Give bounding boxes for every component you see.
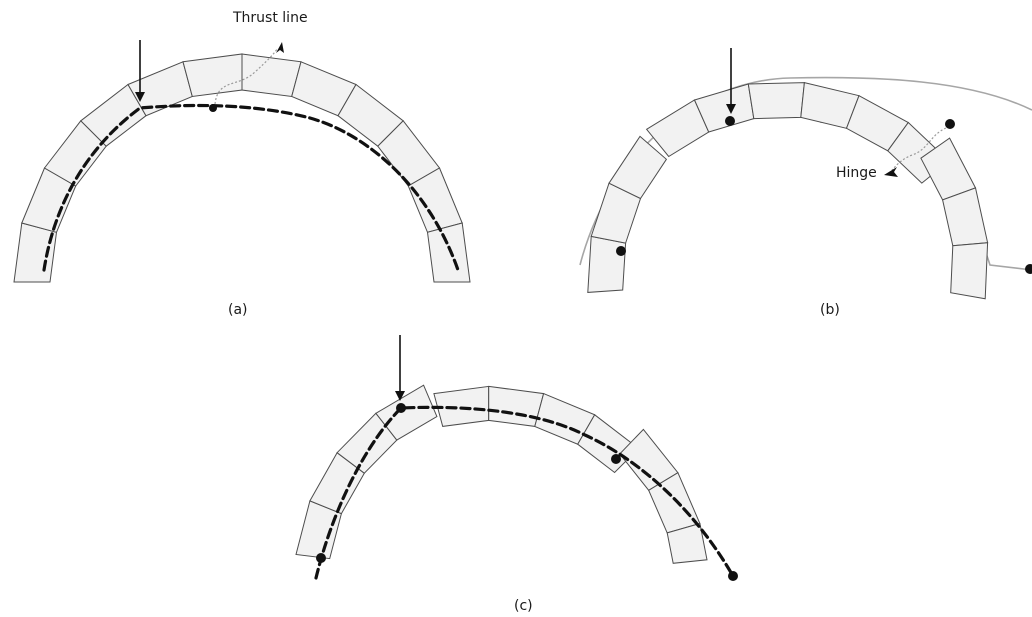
thrust-line-a bbox=[42, 103, 460, 272]
hinge-point-c3 bbox=[316, 553, 326, 563]
arch-b-voussoir-6 bbox=[747, 82, 805, 120]
panel-b-arch: Hinge (b) bbox=[579, 48, 1032, 318]
arch-voussoirs-c bbox=[295, 384, 708, 564]
hinge-point-c2 bbox=[611, 454, 621, 464]
arch-voussoirs-b bbox=[587, 81, 989, 300]
callout-arrowhead-icon bbox=[276, 42, 284, 53]
arch-b-voussoir-3 bbox=[608, 135, 668, 200]
arch-b-voussoir-1 bbox=[587, 235, 627, 293]
hinge-point-b1 bbox=[725, 116, 735, 126]
hinge-point-b4 bbox=[1025, 264, 1032, 274]
arch-a-voussoir-6 bbox=[182, 53, 243, 98]
arch-voussoirs-a bbox=[13, 53, 471, 283]
thrust-line-c bbox=[314, 405, 735, 580]
hinge-label: Hinge bbox=[836, 165, 877, 181]
thrust-line-label: Thrust line bbox=[232, 10, 308, 26]
hinge-point-c4 bbox=[728, 571, 738, 581]
panel-a-arch: Thrust line (a) bbox=[13, 10, 471, 318]
arch-c-voussoir-11 bbox=[666, 522, 708, 564]
arch-a-voussoir-12 bbox=[426, 222, 471, 283]
hinge-point-b3 bbox=[616, 246, 626, 256]
hinge-point-b2 bbox=[945, 119, 955, 129]
hinge-callout bbox=[891, 127, 947, 171]
hinge-callout-arrowhead-icon bbox=[884, 167, 898, 177]
arch-c-voussoir-6 bbox=[488, 385, 545, 427]
hinge-point-a bbox=[209, 104, 217, 112]
arch-c-voussoir-4 bbox=[375, 384, 438, 441]
panel-c-arch: (c) bbox=[295, 335, 738, 614]
hinge-point-c1 bbox=[396, 403, 406, 413]
arch-b-voussoir-12 bbox=[950, 242, 989, 300]
arch-a-voussoir-1 bbox=[13, 222, 58, 283]
panel-b-caption: (b) bbox=[820, 302, 840, 318]
panel-a-caption: (a) bbox=[228, 302, 248, 318]
panel-c-caption: (c) bbox=[514, 598, 533, 614]
thrust-line-callout bbox=[214, 47, 279, 105]
